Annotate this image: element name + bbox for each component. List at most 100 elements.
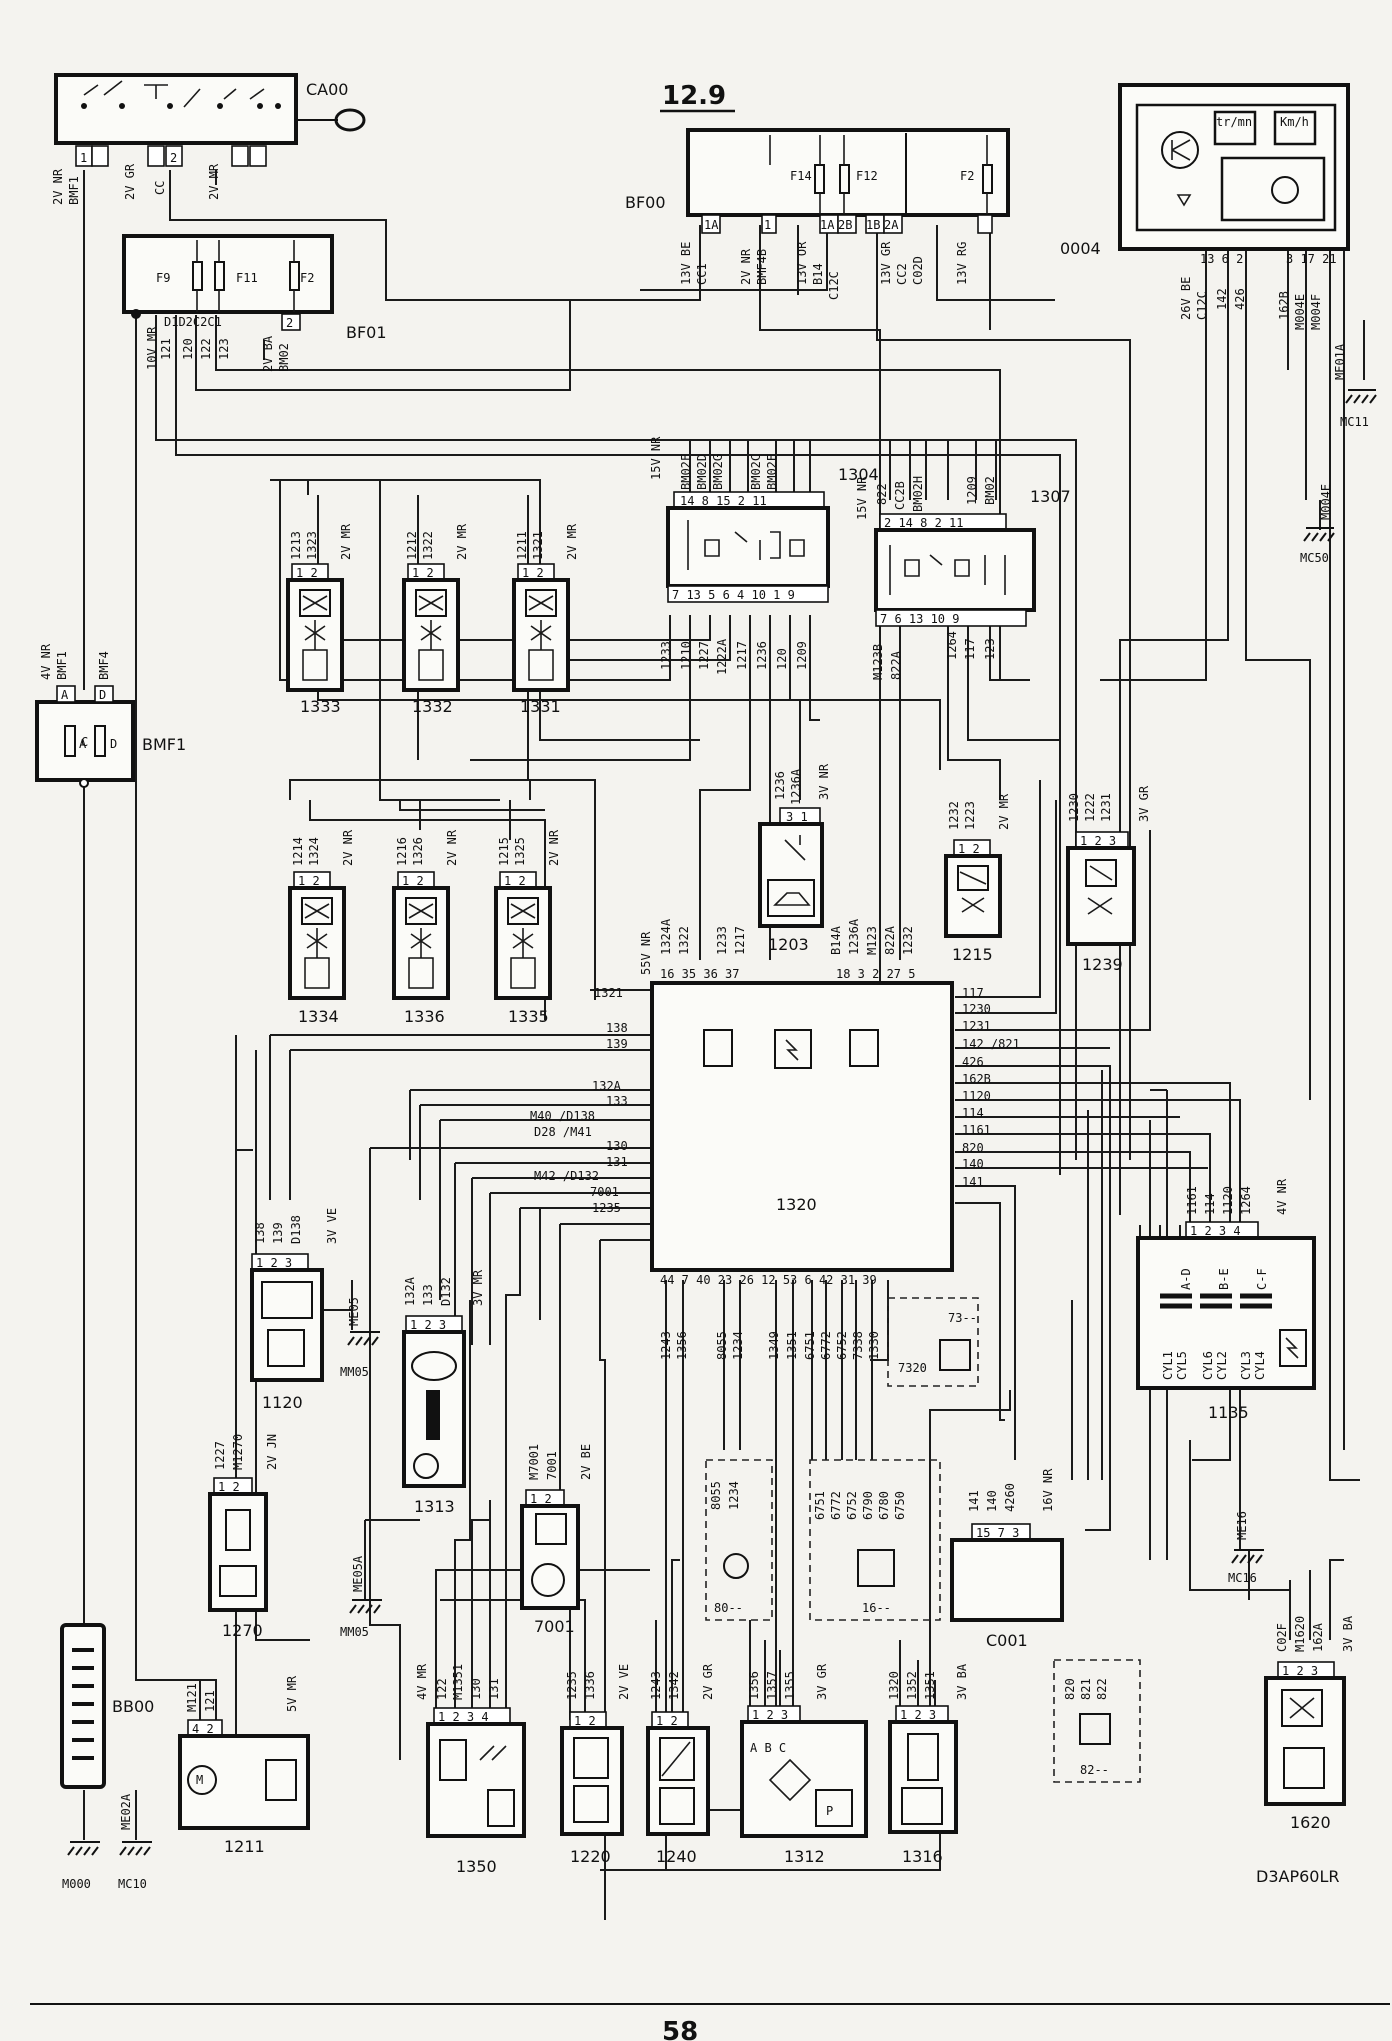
svg-text:122: 122 — [199, 338, 213, 360]
svg-text:2V GR: 2V GR — [123, 163, 137, 200]
svg-text:82--: 82-- — [1080, 1763, 1109, 1777]
svg-text:MC50: MC50 — [1300, 551, 1329, 565]
svg-text:131: 131 — [606, 1155, 628, 1169]
svg-text:6750: 6750 — [893, 1491, 907, 1520]
svg-text:1217: 1217 — [735, 641, 749, 670]
ignition-icon — [774, 1029, 812, 1069]
svg-text:14 8 15 2 11: 14 8 15 2 11 — [680, 494, 767, 508]
svg-text:2V NR: 2V NR — [341, 829, 355, 866]
svg-text:1230: 1230 — [962, 1002, 991, 1016]
svg-text:117: 117 — [962, 986, 984, 1000]
gauge-icon — [1271, 176, 1299, 204]
ignition-key-icon — [334, 108, 366, 132]
svg-text:1326: 1326 — [411, 837, 425, 866]
svg-text:CC2B: CC2B — [893, 481, 907, 510]
svg-text:1 2 3: 1 2 3 — [1282, 1664, 1318, 1678]
svg-text:D: D — [99, 688, 106, 702]
svg-text:1212: 1212 — [405, 531, 419, 560]
svg-text:D132: D132 — [439, 1277, 453, 1306]
svg-text:1321: 1321 — [531, 531, 545, 560]
svg-text:MM05: MM05 — [340, 1365, 369, 1379]
svg-text:BF01: BF01 — [346, 323, 387, 342]
svg-text:C12C: C12C — [827, 271, 841, 300]
svg-text:F2: F2 — [300, 271, 314, 285]
svg-text:26V BE: 26V BE — [1179, 277, 1193, 320]
svg-text:123: 123 — [983, 638, 997, 660]
svg-text:114: 114 — [962, 1106, 984, 1120]
svg-text:142: 142 — [1215, 288, 1229, 310]
svg-text:2V NR: 2V NR — [51, 168, 65, 205]
svg-text:114: 114 — [1203, 1193, 1217, 1215]
svg-text:8055: 8055 — [715, 1331, 729, 1360]
svg-text:2V MR: 2V MR — [207, 163, 221, 200]
svg-text:6751: 6751 — [813, 1491, 827, 1520]
svg-text:7001: 7001 — [590, 1185, 619, 1199]
svg-text:1209: 1209 — [795, 641, 809, 670]
svg-text:7 13 5 6 4 10 1 9: 7 13 5 6 4 10 1 9 — [672, 588, 795, 602]
svg-text:1230: 1230 — [1067, 793, 1081, 822]
svg-text:2 14 8 2 11: 2 14 8 2 11 — [884, 516, 963, 530]
svg-text:1336: 1336 — [583, 1671, 597, 1700]
svg-text:16V NR: 16V NR — [1041, 1468, 1055, 1512]
svg-text:1334: 1334 — [298, 1007, 339, 1026]
svg-text:130: 130 — [469, 1678, 483, 1700]
svg-text:1213: 1213 — [289, 531, 303, 560]
svg-text:16--: 16-- — [862, 1601, 891, 1615]
component-1316: 1 2 3 1316 1320 1352 1351 3V BA — [887, 1663, 969, 1866]
svg-text:1236A: 1236A — [789, 768, 803, 805]
svg-text:1 2 3: 1 2 3 — [1080, 834, 1116, 848]
svg-text:133: 133 — [606, 1094, 628, 1108]
svg-text:1 2: 1 2 — [574, 1714, 596, 1728]
svg-text:13V RG: 13V RG — [955, 242, 969, 285]
svg-text:1216: 1216 — [395, 837, 409, 866]
svg-text:6752: 6752 — [835, 1331, 849, 1360]
svg-text:1323: 1323 — [305, 531, 319, 560]
svg-text:1 2: 1 2 — [504, 874, 526, 888]
svg-text:1313: 1313 — [414, 1497, 455, 1516]
svg-text:3 17 21: 3 17 21 — [1286, 252, 1337, 266]
svg-text:1307: 1307 — [1030, 487, 1071, 506]
ground-mc16: ME16 MC16 — [1228, 1511, 1264, 1585]
svg-text:4V MR: 4V MR — [415, 1663, 429, 1700]
svg-text:1357: 1357 — [765, 1671, 779, 1700]
svg-text:D: D — [110, 737, 117, 751]
svg-text:1243: 1243 — [649, 1671, 663, 1700]
svg-text:140: 140 — [985, 1490, 999, 1512]
svg-text:1351: 1351 — [923, 1671, 937, 1700]
svg-text:1332: 1332 — [412, 697, 453, 716]
svg-text:133: 133 — [421, 1284, 435, 1306]
svg-text:1304: 1304 — [838, 465, 879, 484]
component-ca00: CA00 1 2 — [54, 73, 366, 167]
svg-text:1135: 1135 — [1208, 1403, 1249, 1422]
svg-text:1264: 1264 — [945, 631, 959, 660]
component-80: 8055 1234 80-- — [705, 1459, 773, 1621]
svg-text:15V NR: 15V NR — [649, 436, 663, 480]
svg-text:1321: 1321 — [594, 986, 623, 1000]
component-1334: 1 2 1334 1214 1324 2V NR — [288, 829, 355, 1026]
svg-text:80--: 80-- — [714, 1601, 743, 1615]
svg-text:ME16: ME16 — [1235, 1511, 1249, 1540]
svg-text:1352: 1352 — [905, 1671, 919, 1700]
svg-text:1351: 1351 — [785, 1331, 799, 1360]
svg-text:1: 1 — [80, 151, 87, 165]
component-1350: 1 2 3 4 1350 4V MR 122 M1351 130 131 — [415, 1663, 526, 1876]
svg-text:1 2 3: 1 2 3 — [900, 1708, 936, 1722]
svg-text:1A: 1A — [820, 218, 835, 232]
svg-text:3V BA: 3V BA — [955, 1663, 969, 1700]
component-1332: 1 2 1332 1212 1322 2V MR — [402, 523, 469, 716]
bf00-wire-labels: 13V BE CC1 2V NR BMF4B 13V OR B14 C12C 1… — [679, 241, 969, 300]
component-16: 6751 6772 6752 6790 6780 6750 16-- — [809, 1459, 941, 1621]
svg-text:1235: 1235 — [592, 1201, 621, 1215]
svg-text:7001: 7001 — [534, 1617, 575, 1636]
svg-text:6780: 6780 — [877, 1491, 891, 1520]
svg-text:1231: 1231 — [962, 1019, 991, 1033]
fuel-pump-icon — [265, 1759, 297, 1801]
svg-text:A-D: A-D — [1179, 1268, 1193, 1290]
svg-text:BMF1: BMF1 — [67, 176, 81, 205]
motor-icon — [187, 1765, 217, 1795]
svg-text:117: 117 — [963, 638, 977, 660]
svg-text:1239: 1239 — [1082, 955, 1123, 974]
svg-text:A: A — [61, 688, 69, 702]
